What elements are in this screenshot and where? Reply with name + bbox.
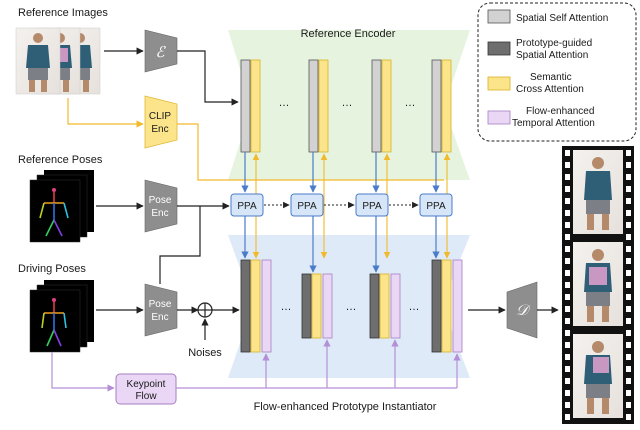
keypoint-flow-block bbox=[115, 373, 177, 405]
instantiator-columns bbox=[240, 259, 463, 353]
encoder-ellipsis-3: … bbox=[405, 97, 416, 109]
ppa-label-2: PPA bbox=[297, 201, 317, 212]
reference-encoder-region bbox=[228, 30, 470, 180]
driving-pose-encoder-label-1: Pose bbox=[149, 299, 172, 310]
legend: Spatial Self Attention Prototype-guided … bbox=[477, 2, 637, 142]
legend-swatch-2 bbox=[487, 76, 511, 91]
noise-add-node bbox=[197, 302, 213, 318]
driving-pose-encoder-block bbox=[144, 283, 178, 337]
driving-poses-label: Driving Poses bbox=[18, 263, 86, 275]
output-frame-1 bbox=[573, 150, 623, 234]
legend-swatch-3 bbox=[487, 110, 511, 125]
encoder-ellipsis-2: … bbox=[342, 97, 353, 109]
legend-swatch-0 bbox=[487, 9, 511, 24]
reference-pose-encoder-block bbox=[144, 179, 178, 233]
driving-pose-encoder-label-2: Enc bbox=[151, 312, 168, 323]
reference-encoder-title: Reference Encoder bbox=[301, 28, 396, 40]
ppa-label-4: PPA bbox=[426, 201, 446, 212]
legend-box bbox=[477, 2, 637, 142]
output-frame-3 bbox=[573, 334, 623, 418]
legend-label-0: Spatial Self Attention bbox=[516, 13, 608, 24]
encoder-ellipsis-1: … bbox=[279, 97, 290, 109]
legend-label-2b: Cross Attention bbox=[516, 84, 584, 95]
legend-swatch-1 bbox=[487, 41, 511, 56]
reference-poses-label: Reference Poses bbox=[18, 154, 103, 166]
decoder-symbol: 𝒟 bbox=[516, 301, 531, 319]
reference-pose-encoder-label-2: Enc bbox=[151, 208, 168, 219]
ppa-block-1 bbox=[230, 193, 264, 217]
reference-images-stack bbox=[15, 27, 101, 95]
ppa-row bbox=[230, 193, 453, 217]
ppa-label-3: PPA bbox=[362, 201, 382, 212]
clip-encoder-block bbox=[144, 95, 178, 149]
ppa-block-2 bbox=[290, 193, 324, 217]
legend-label-3b: Temporal Attention bbox=[512, 118, 595, 129]
reference-images-label: Reference Images bbox=[18, 7, 108, 19]
reference-poses-stack bbox=[29, 170, 94, 243]
image-encoder-block bbox=[144, 29, 178, 73]
image-encoder-symbol: ℰ bbox=[155, 43, 166, 61]
reference-photo-1 bbox=[15, 27, 61, 95]
legend-label-3a: Flow-enhanced bbox=[526, 106, 594, 117]
reference-pose-encoder-label-1: Pose bbox=[149, 195, 172, 206]
output-frame-2 bbox=[573, 242, 623, 326]
clip-encoder-label-2: Enc bbox=[151, 124, 168, 135]
ppa-block-3 bbox=[355, 193, 389, 217]
legend-label-1b: Spatial Attention bbox=[516, 50, 588, 61]
instantiator-region bbox=[228, 235, 470, 378]
decoder-block bbox=[506, 281, 538, 339]
instantiator-ellipsis-3: … bbox=[409, 301, 420, 313]
reference-encoder-columns bbox=[240, 59, 452, 153]
instantiator-ellipsis-2: … bbox=[346, 301, 357, 313]
driving-poses-stack bbox=[29, 280, 94, 353]
instantiator-ellipsis-1: … bbox=[281, 301, 292, 313]
ppa-label-1: PPA bbox=[237, 201, 257, 212]
legend-label-2a: Semantic bbox=[530, 72, 572, 83]
keypoint-flow-label-2: Flow bbox=[135, 391, 157, 402]
clip-encoder-label-1: CLIP bbox=[149, 111, 172, 122]
output-film-strip bbox=[562, 146, 634, 424]
keypoint-flow-label-1: Keypoint bbox=[127, 379, 166, 390]
noises-label: Noises bbox=[188, 347, 222, 359]
instantiator-title: Flow-enhanced Prototype Instantiator bbox=[254, 401, 437, 413]
legend-label-1a: Prototype-guided bbox=[516, 38, 592, 49]
